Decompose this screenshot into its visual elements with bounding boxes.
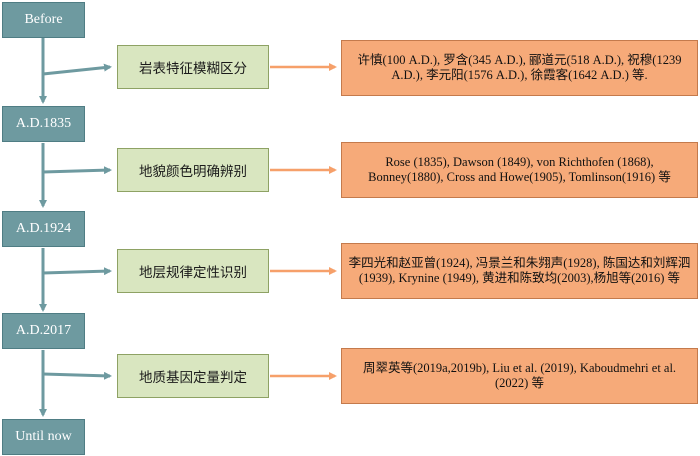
era-box-1924: A.D.1924: [2, 211, 85, 247]
branch-arrow-3: [42, 267, 112, 276]
era-box-until-now: Until now: [2, 419, 85, 455]
branch-arrow-4: [42, 371, 112, 380]
reference-box-4: 周翠英等(2019a,2019b), Liu et al. (2019), Ka…: [341, 348, 698, 404]
branch-arrow-1: [42, 63, 112, 76]
method-box-1: 岩表特征模糊区分: [117, 45, 269, 89]
method-box-4: 地质基因定量判定: [117, 354, 269, 398]
era-box-before: Before: [2, 2, 85, 38]
reference-text-2: Rose (1835), Dawson (1849), von Richthof…: [368, 155, 671, 184]
era-box-1835: A.D.1835: [2, 106, 85, 142]
reference-box-2: Rose (1835), Dawson (1849), von Richthof…: [341, 142, 698, 198]
method-box-2: 地貌颜色明确辨别: [117, 148, 269, 192]
reference-text-1: 许慎(100 A.D.), 罗含(345 A.D.), 郦道元(518 A.D.…: [357, 53, 682, 82]
reference-text-3: 李四光和赵亚曾(1924), 冯景兰和朱翙声(1928), 陈国达和刘辉泗(19…: [348, 256, 691, 285]
method-box-3: 地层规律定性识别: [117, 249, 269, 293]
era-box-2017: A.D.2017: [2, 313, 85, 349]
branch-arrow-2: [42, 166, 112, 175]
reference-text-4: 周翠英等(2019a,2019b), Liu et al. (2019), Ka…: [362, 361, 677, 390]
reference-box-3: 李四光和赵亚曾(1924), 冯景兰和朱翙声(1928), 陈国达和刘辉泗(19…: [341, 243, 698, 299]
reference-box-1: 许慎(100 A.D.), 罗含(345 A.D.), 郦道元(518 A.D.…: [341, 40, 698, 96]
